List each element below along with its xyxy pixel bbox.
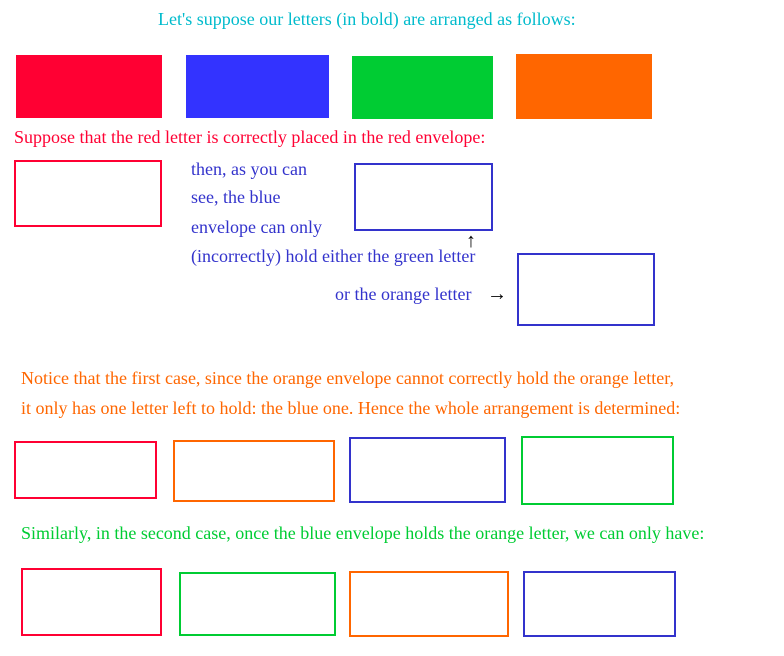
blue-envelope-right: [517, 253, 655, 326]
red-envelope: [14, 160, 162, 227]
case2-orange-envelope: [349, 571, 509, 637]
case1-orange-envelope: [173, 440, 335, 502]
right-arrow-icon: →: [487, 283, 507, 305]
blue-letter: [186, 55, 329, 118]
up-arrow-icon: ↑: [466, 230, 476, 252]
suppose-text: Suppose that the red letter is correctly…: [14, 127, 486, 147]
notice-line-2: it only has one letter left to hold: the…: [21, 398, 681, 418]
intro-text: Let's suppose our letters (in bold) are …: [158, 9, 576, 29]
blue-envelope-top: [354, 163, 493, 231]
explain-line-2: see, the blue: [191, 187, 281, 207]
explain-line-1: then, as you can: [191, 159, 307, 179]
case2-red-envelope: [21, 568, 162, 636]
notice-line-1: Notice that the first case, since the or…: [21, 368, 675, 388]
similarly-text: Similarly, in the second case, once the …: [21, 523, 705, 543]
case1-blue-envelope: [349, 437, 506, 503]
explain-line-3: envelope can only: [191, 217, 322, 237]
red-letter: [16, 55, 162, 118]
green-letter: [352, 56, 493, 119]
explain-line-5: or the orange letter: [335, 284, 472, 304]
orange-letter: [516, 54, 652, 119]
case1-green-envelope: [521, 436, 674, 505]
explain-line-4: (incorrectly) hold either the green lett…: [191, 246, 476, 266]
case1-red-envelope: [14, 441, 157, 499]
case2-green-envelope: [179, 572, 336, 636]
case2-blue-envelope: [523, 571, 676, 637]
